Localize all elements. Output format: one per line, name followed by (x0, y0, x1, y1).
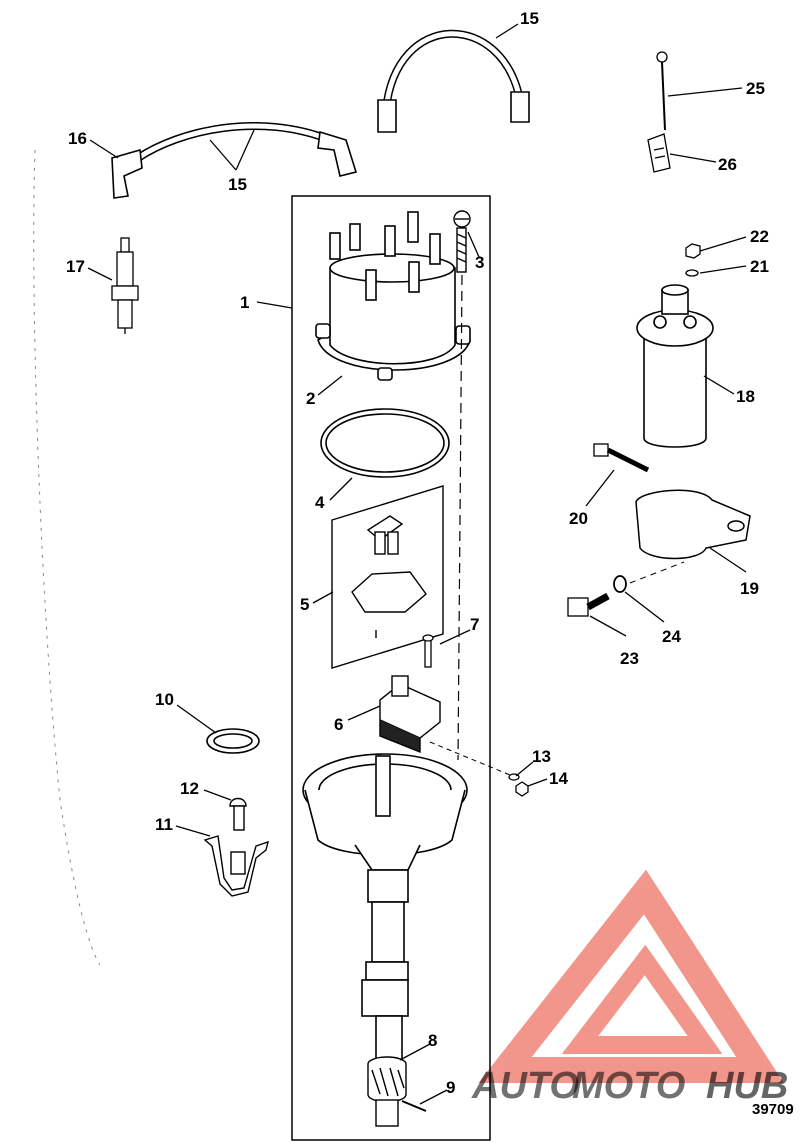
callout-16: 16 (68, 129, 87, 148)
nut-and-washer (508, 773, 529, 797)
cap-screw (453, 210, 471, 273)
rotor-kit-box (331, 485, 444, 669)
leader-lines (87, 23, 747, 1105)
hold-down-clamp (203, 835, 269, 897)
coil-bracket (635, 489, 751, 560)
callout-1: 1 (240, 293, 249, 312)
callout-4: 4 (315, 493, 325, 512)
bracket-bolt (593, 443, 650, 473)
housing-gasket (206, 728, 260, 754)
callout-22: 22 (750, 227, 769, 246)
clamp-bolt (229, 797, 247, 831)
washer-24 (613, 575, 627, 593)
callout-9: 9 (446, 1078, 455, 1097)
callout-14: 14 (549, 769, 568, 788)
callout-18: 18 (736, 387, 755, 406)
small-screw (422, 634, 434, 668)
distributor-assembly-frame (291, 195, 491, 1141)
callout-17: 17 (66, 257, 85, 276)
distributor-housing (302, 753, 468, 1061)
figure-number: 39709 (752, 1101, 794, 1118)
bolt-23 (567, 592, 610, 617)
screw-centerline (457, 274, 463, 761)
callout-6: 6 (334, 715, 343, 734)
callout-25: 25 (746, 79, 765, 98)
bracket-bolt-dashed (629, 561, 685, 584)
callout-10: 10 (155, 690, 174, 709)
distributor-cap (315, 211, 471, 381)
callout-24: 24 (662, 627, 681, 646)
callout-7: 7 (470, 615, 479, 634)
drive-gear (367, 1056, 407, 1127)
callout-2: 2 (306, 389, 315, 408)
callout-11: 11 (155, 815, 173, 834)
callout-12: 12 (180, 779, 199, 798)
watermark-logo (478, 869, 784, 1083)
ignition-wire-left (111, 122, 358, 199)
ignition-module (379, 675, 441, 754)
nut-leader-dashed (429, 741, 511, 776)
callout-20: 20 (569, 509, 588, 528)
callout-15-left: 15 (228, 175, 247, 194)
callout-13: 13 (532, 747, 551, 766)
callout-19: 19 (740, 579, 759, 598)
ignition-coil (636, 284, 714, 448)
callout-8: 8 (428, 1031, 437, 1050)
part-25-rod (656, 51, 668, 131)
callout-21: 21 (750, 257, 769, 276)
cap-seal-ring (320, 408, 450, 478)
ignition-wire-arch (377, 29, 530, 133)
nut-22-washer-21 (685, 243, 701, 277)
gear-pin (401, 1100, 427, 1112)
spark-plug (111, 237, 139, 334)
callout-23: 23 (620, 649, 639, 668)
callout-26: 26 (718, 155, 737, 174)
part-26-tag (647, 133, 671, 173)
callout-5: 5 (300, 595, 309, 614)
watermark-auto: AUTO (471, 1065, 579, 1107)
page-edge-line (33, 149, 101, 966)
callout-15-top: 15 (520, 9, 539, 28)
callout-3: 3 (475, 253, 484, 272)
watermark-moto: MOTO (572, 1065, 685, 1107)
watermark-hub: HUB (706, 1065, 788, 1107)
